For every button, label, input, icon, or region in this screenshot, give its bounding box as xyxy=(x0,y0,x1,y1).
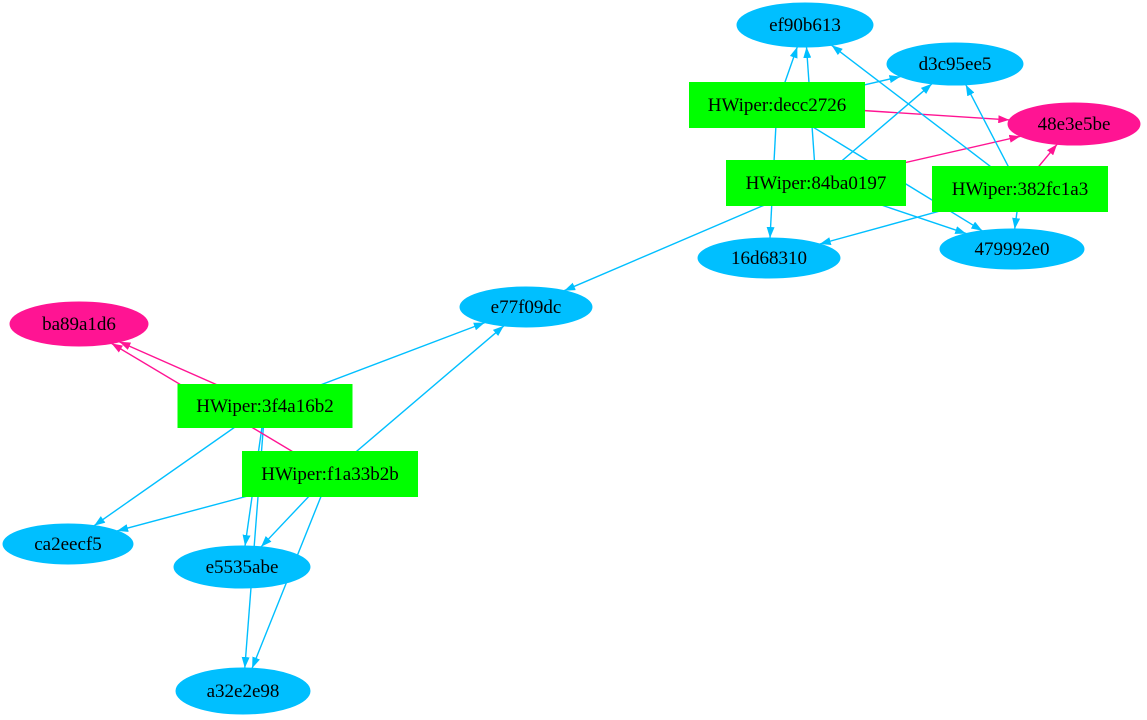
node-label: 479992e0 xyxy=(975,239,1050,260)
artifact-shape xyxy=(886,42,1024,86)
node-label: HWiper:decc2726 xyxy=(708,95,847,116)
node-HWiper:3f4a16b2: HWiper:3f4a16b2 xyxy=(177,384,353,428)
edge-HWiper:f1a33b2b-to-e77f09dc xyxy=(329,325,505,475)
process-shape xyxy=(689,82,865,128)
node-label: 16d68310 xyxy=(731,248,807,269)
node-HWiper:f1a33b2b: HWiper:f1a33b2b xyxy=(242,451,418,497)
node-ef90b613: ef90b613 xyxy=(736,2,874,48)
node-e5535abe: e5535abe xyxy=(173,545,311,589)
node-e77f09dc: e77f09dc xyxy=(459,286,593,328)
node-label: HWiper:f1a33b2b xyxy=(261,464,398,485)
process-shape xyxy=(242,451,418,497)
edge-HWiper:3f4a16b2-to-a32e2e98 xyxy=(241,405,266,669)
node-label: e5535abe xyxy=(206,557,279,578)
node-d3c95ee5: d3c95ee5 xyxy=(886,42,1024,86)
node-label: ba89a1d6 xyxy=(42,314,116,335)
node-label: HWiper:84ba0197 xyxy=(746,173,887,194)
process-shape xyxy=(177,384,353,428)
node-label: ef90b613 xyxy=(769,15,841,36)
node-ba89a1d6: ba89a1d6 xyxy=(9,301,149,347)
flagged-artifact-shape xyxy=(9,301,149,347)
node-label: e77f09dc xyxy=(491,297,562,318)
node-label: HWiper:382fc1a3 xyxy=(952,179,1088,200)
artifact-shape xyxy=(459,286,593,328)
node-HWiper:382fc1a3: HWiper:382fc1a3 xyxy=(932,166,1108,212)
edge-HWiper:382fc1a3-to-ef90b613 xyxy=(831,44,1021,190)
artifact-shape xyxy=(173,545,311,589)
node-label: HWiper:3f4a16b2 xyxy=(196,396,333,417)
node-a32e2e98: a32e2e98 xyxy=(175,667,311,715)
artifact-shape xyxy=(939,228,1085,270)
artifact-shape xyxy=(175,667,311,715)
artifact-shape xyxy=(697,237,841,279)
process-shape xyxy=(932,166,1108,212)
node-16d68310: 16d68310 xyxy=(697,237,841,279)
flagged-artifact-shape xyxy=(1007,102,1141,146)
artifact-shape xyxy=(2,523,134,565)
node-label: a32e2e98 xyxy=(207,681,280,702)
node-label: 48e3e5be xyxy=(1038,114,1111,135)
node-48e3e5be: 48e3e5be xyxy=(1007,102,1141,146)
node-label: ca2eecf5 xyxy=(34,534,102,555)
node-HWiper:84ba0197: HWiper:84ba0197 xyxy=(726,160,906,206)
process-shape xyxy=(726,160,906,206)
artifact-shape xyxy=(736,2,874,48)
node-HWiper:decc2726: HWiper:decc2726 xyxy=(689,82,865,128)
node-label: d3c95ee5 xyxy=(919,54,992,75)
node-ca2eecf5: ca2eecf5 xyxy=(2,523,134,565)
node-479992e0: 479992e0 xyxy=(939,228,1085,270)
